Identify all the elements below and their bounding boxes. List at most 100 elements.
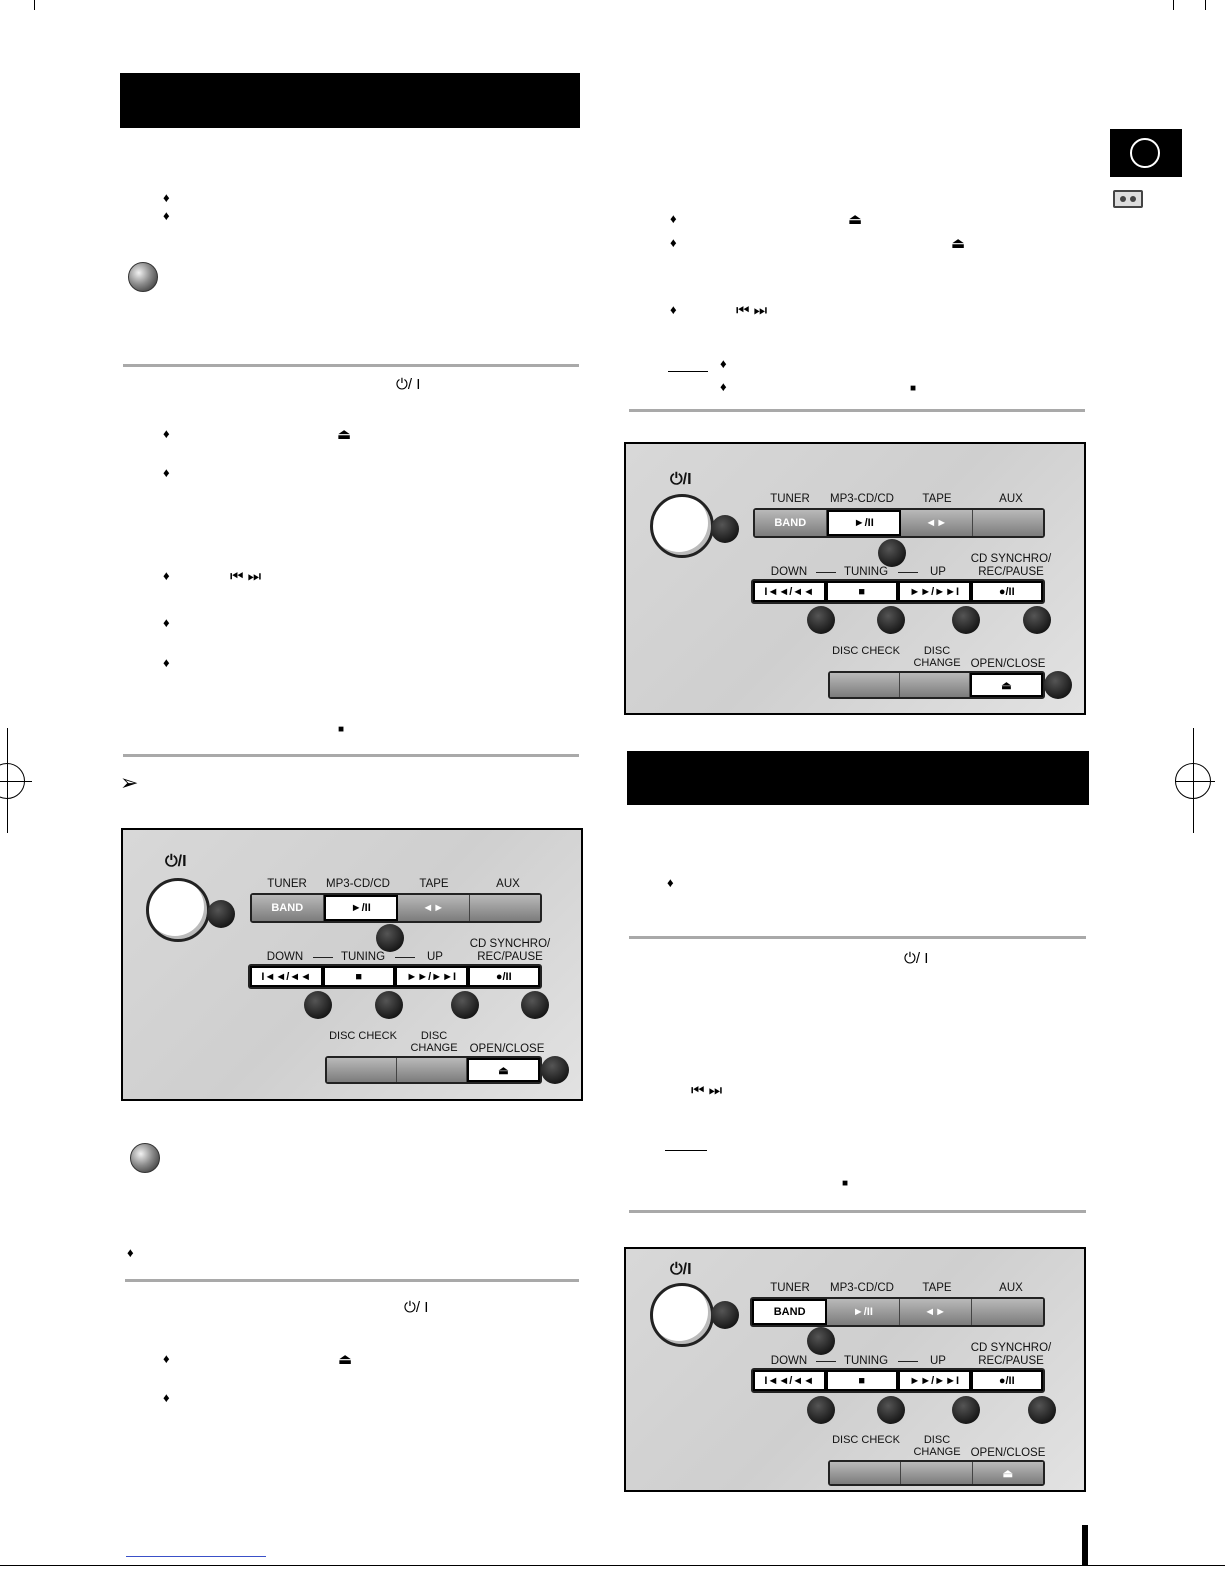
rec-pause-button[interactable]: ●/II — [970, 1370, 1043, 1391]
callout-marker — [877, 1396, 905, 1424]
divider — [629, 936, 1086, 939]
rec-pause-label: REC/PAUSE — [978, 566, 1044, 578]
aux-button[interactable] — [469, 895, 540, 921]
diamond-bullet: ♦ — [127, 1245, 134, 1260]
cd-synchro-label: CD SYNCHRO/ — [469, 938, 551, 950]
cd-synchro-label: CD SYNCHRO/ — [970, 553, 1052, 565]
up-label: UP — [930, 1355, 946, 1367]
disc-button-row: ⏏ — [828, 1460, 1045, 1486]
forward-button[interactable]: ►►/►►I — [898, 581, 971, 602]
callout-marker — [711, 515, 739, 543]
tuning-label: TUNING — [843, 566, 889, 578]
callout-marker — [521, 991, 549, 1019]
disc-check-label: DISC CHECK — [832, 1434, 900, 1446]
tape-button[interactable]: ◄► — [901, 510, 973, 536]
stop-button[interactable]: ■ — [322, 966, 395, 987]
power-knob[interactable] — [146, 878, 210, 942]
stop-icon: ■ — [338, 724, 345, 735]
tape-label: TAPE — [922, 493, 952, 505]
band-button[interactable]: BAND — [252, 895, 324, 921]
callout-marker — [711, 1301, 739, 1329]
diamond-bullet: ♦ — [163, 465, 170, 480]
play-pause-button[interactable]: ►/II — [827, 1299, 900, 1325]
mp3-cd-label: MP3-CD/CD — [326, 878, 390, 890]
control-panel-tuner: ⏻/I TUNER MP3-CD/CD TAPE AUX BAND ►/II ◄… — [624, 1247, 1086, 1492]
diamond-bullet: ♦ — [163, 1351, 170, 1366]
aux-button[interactable] — [971, 1299, 1043, 1325]
divider — [629, 409, 1085, 412]
callout-marker — [1044, 671, 1072, 699]
forward-button[interactable]: ►►/►►I — [898, 1370, 971, 1391]
diamond-bullet: ♦ — [720, 356, 727, 371]
diamond-bullet: ♦ — [163, 615, 170, 630]
power-label: ⏻/I — [165, 853, 187, 870]
callout-marker — [541, 1056, 569, 1084]
tape-label: TAPE — [922, 1282, 952, 1294]
language-tab — [1110, 129, 1182, 177]
stop-icon: ■ — [842, 1178, 849, 1189]
callout-marker — [877, 606, 905, 634]
power-knob[interactable] — [650, 1283, 714, 1347]
rec-pause-button[interactable]: ●/II — [467, 966, 540, 987]
disc-change-button[interactable] — [901, 1462, 973, 1484]
bottom-rule — [0, 1565, 1225, 1566]
tape-button[interactable]: ◄► — [899, 1299, 972, 1325]
skip-icons: ⏮ ⏭ — [691, 1082, 723, 1099]
callout-marker — [451, 991, 479, 1019]
eject-icon: ⏏ — [337, 426, 352, 443]
down-label: DOWN — [266, 951, 304, 963]
disc-check-button[interactable] — [327, 1058, 397, 1082]
tuner-label: TUNER — [770, 1282, 810, 1294]
disc-change-button[interactable] — [900, 673, 970, 697]
divider — [125, 1279, 579, 1282]
band-button[interactable]: BAND — [755, 510, 827, 536]
section-ball-icon — [130, 1143, 160, 1173]
stop-icon: ■ — [910, 383, 917, 394]
rewind-button[interactable]: I◄◄/◄◄ — [753, 1370, 826, 1391]
disc-check-button[interactable] — [830, 673, 900, 697]
disc-button-row: ⏏ — [828, 671, 1045, 699]
callout-marker — [304, 991, 332, 1019]
open-close-label: OPEN/CLOSE — [970, 1447, 1046, 1459]
page-edge-bar — [1082, 1525, 1088, 1565]
diamond-bullet: ♦ — [163, 190, 170, 205]
tuner-label: TUNER — [267, 878, 307, 890]
open-close-button[interactable]: ⏏ — [970, 673, 1043, 697]
rewind-button[interactable]: I◄◄/◄◄ — [753, 581, 826, 602]
open-close-button[interactable]: ⏏ — [467, 1058, 540, 1082]
disc-change-button[interactable] — [397, 1058, 467, 1082]
stop-button[interactable]: ■ — [825, 1370, 898, 1391]
disc-check-button[interactable] — [830, 1462, 902, 1484]
power-knob[interactable] — [650, 494, 714, 558]
open-close-button[interactable]: ⏏ — [972, 1462, 1043, 1484]
down-label: DOWN — [770, 1355, 808, 1367]
open-close-label: OPEN/CLOSE — [469, 1043, 545, 1055]
source-button-row: BAND ►/II ◄► — [250, 893, 542, 923]
tuning-label: TUNING — [843, 1355, 889, 1367]
callout-marker — [807, 1396, 835, 1424]
crop-mark — [34, 0, 35, 10]
down-label: DOWN — [770, 566, 808, 578]
tab-circle-icon — [1130, 138, 1160, 168]
stop-button[interactable]: ■ — [825, 581, 898, 602]
diamond-bullet: ♦ — [670, 211, 677, 226]
play-pause-button[interactable]: ►/II — [826, 510, 901, 536]
play-pause-button[interactable]: ►/II — [323, 895, 398, 921]
rewind-button[interactable]: I◄◄/◄◄ — [250, 966, 323, 987]
power-icon: ⏻/ I — [396, 376, 421, 393]
registration-mark — [0, 763, 25, 799]
open-close-label: OPEN/CLOSE — [970, 658, 1046, 670]
forward-button[interactable]: ►►/►►I — [395, 966, 468, 987]
aux-button[interactable] — [972, 510, 1043, 536]
skip-icons: ⏮ ⏭ — [736, 302, 768, 319]
diamond-bullet: ♦ — [667, 875, 674, 890]
diamond-bullet: ♦ — [720, 379, 727, 394]
rec-pause-button[interactable]: ●/II — [970, 581, 1043, 602]
band-button[interactable]: BAND — [752, 1299, 828, 1325]
crop-mark — [1173, 0, 1174, 10]
tape-button[interactable]: ◄► — [398, 895, 470, 921]
mp3-cd-label: MP3-CD/CD — [830, 1282, 894, 1294]
diamond-bullet: ♦ — [163, 655, 170, 670]
divider — [629, 1210, 1086, 1213]
disc-change-label: DISC CHANGE — [410, 1030, 458, 1054]
